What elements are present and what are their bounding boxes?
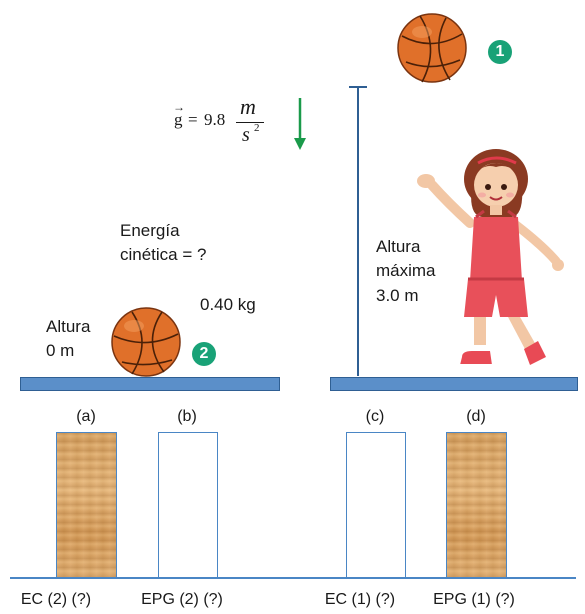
- gravity-symbol: g: [174, 110, 183, 130]
- gravity-exponent: 2: [254, 122, 260, 134]
- bar-c: [346, 432, 406, 578]
- gravity-equals: =: [188, 110, 198, 130]
- baseline: [10, 577, 576, 579]
- gravity-value: 9.8: [204, 110, 225, 130]
- gravity-denominator: s: [242, 124, 250, 147]
- basketball-bottom: [110, 306, 182, 378]
- altura-max-line1: Altura: [376, 236, 420, 258]
- bar-a: [56, 432, 117, 578]
- bar-letter-b: (b): [157, 408, 217, 426]
- altura-max-line3: 3.0 m: [376, 285, 419, 307]
- bar-caption-a: EC (2) (?): [0, 591, 116, 609]
- badge-one: 1: [488, 40, 512, 64]
- badge-two: 2: [192, 342, 216, 366]
- platform-right: [330, 377, 578, 391]
- altura-max-line2: máxima: [376, 260, 436, 282]
- mass-label: 0.40 kg: [200, 294, 256, 316]
- bar-d: [446, 432, 507, 578]
- gravity-arrow-icon: [290, 96, 310, 152]
- bar-caption-d: EPG (1) (?): [414, 591, 534, 609]
- basketball-top: [396, 12, 468, 84]
- altura-left-line1: Altura: [46, 316, 90, 338]
- bar-caption-b: EPG (2) (?): [122, 591, 242, 609]
- platform-left: [20, 377, 280, 391]
- height-line-cap: [349, 86, 367, 88]
- energia-label-line1: Energía: [120, 220, 180, 242]
- bar-caption-c: EC (1) (?): [300, 591, 420, 609]
- energia-label-line2: cinética = ?: [120, 244, 206, 266]
- bar-letter-c: (c): [345, 408, 405, 426]
- height-line: [357, 86, 359, 376]
- bar-letter-a: (a): [56, 408, 116, 426]
- fraction-line: [236, 122, 264, 123]
- gravity-numerator: m: [240, 94, 256, 120]
- gravity-formula: → g = 9.8 m s 2: [172, 96, 292, 156]
- bar-b: [158, 432, 218, 578]
- altura-left-line2: 0 m: [46, 340, 74, 362]
- bar-letter-d: (d): [446, 408, 506, 426]
